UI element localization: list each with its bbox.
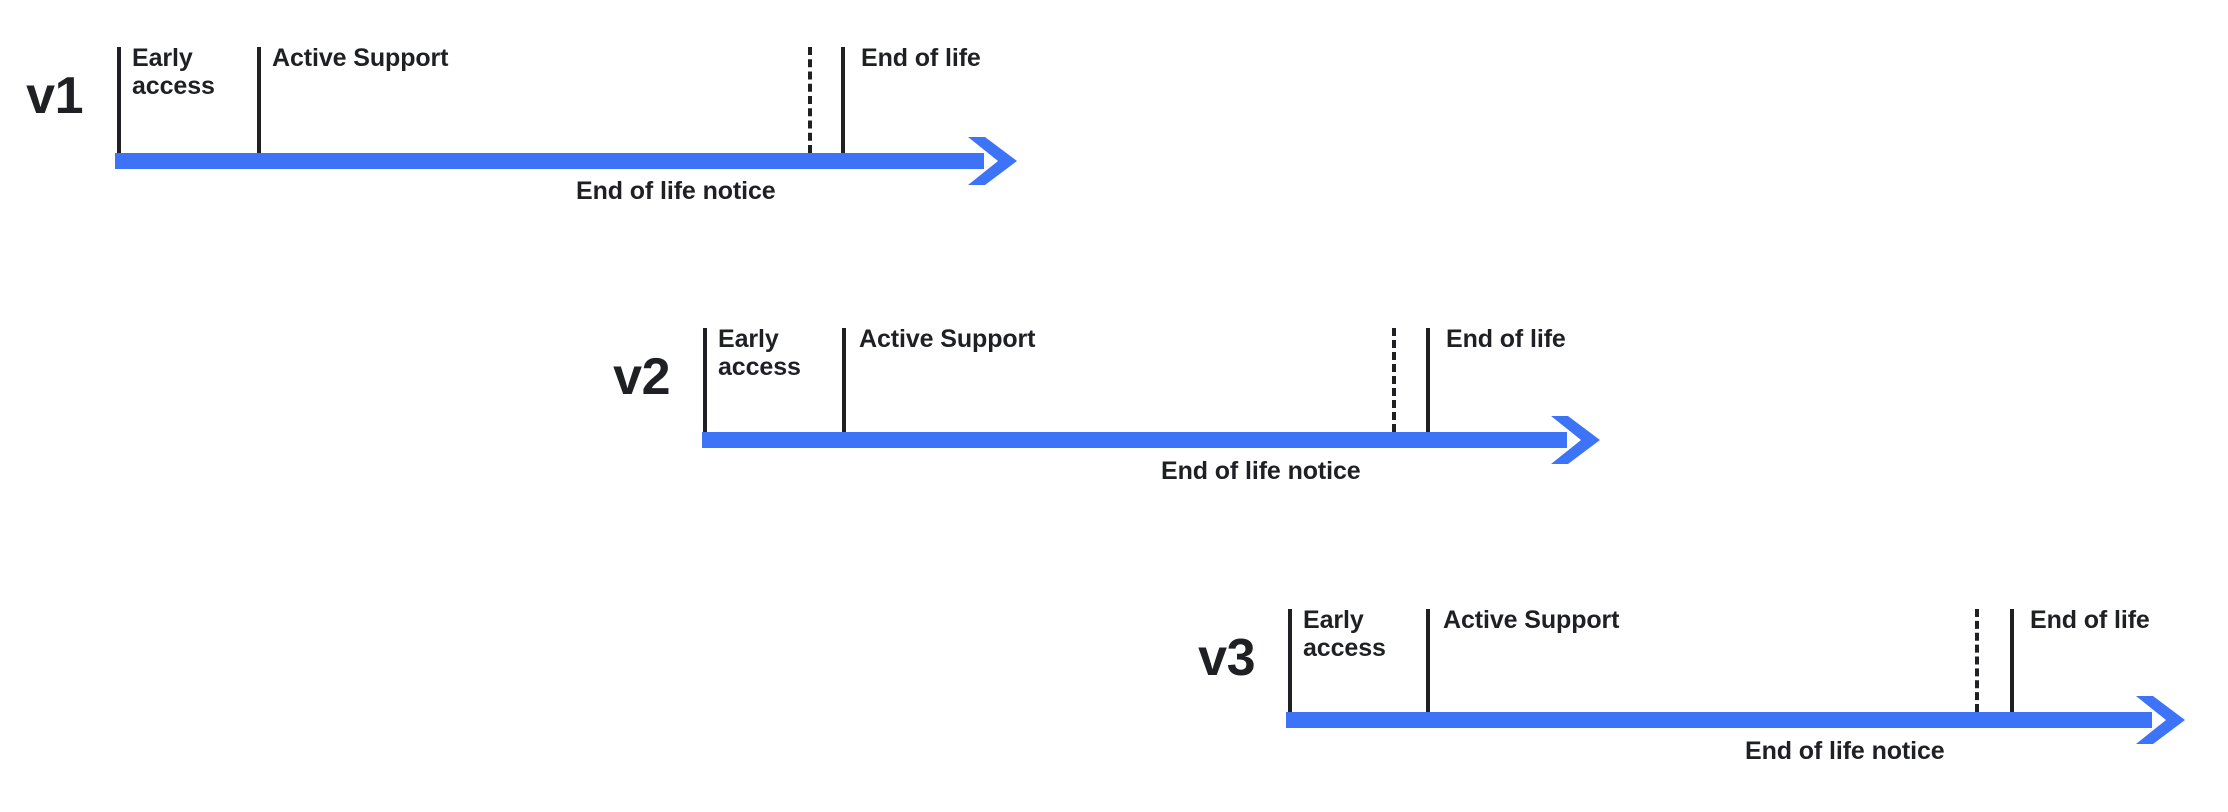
phase-divider-v3-1: [1288, 609, 1292, 712]
phase-label-v3-1: Early access: [1303, 606, 1386, 662]
timeline-arrow-shaft: [702, 432, 1567, 448]
end-of-life-notice-divider-v3: [1975, 609, 1979, 712]
phase-divider-v1-3: [841, 47, 845, 153]
phase-label-v1-1: Early access: [132, 44, 215, 100]
timeline-arrow-shaft: [115, 153, 984, 169]
version-label-v2: v2: [613, 348, 670, 406]
timeline-arrow-head: [968, 137, 1017, 185]
timeline-arrow-v3: [1286, 696, 2185, 744]
phase-label-v3-2: Active Support: [1443, 606, 1620, 634]
phase-divider-v3-2: [1426, 609, 1430, 712]
phase-label-v1-2: Active Support: [272, 44, 449, 72]
phase-divider-v1-2: [257, 47, 261, 153]
timeline-arrow-v2: [702, 416, 1600, 464]
phase-divider-v1-1: [117, 47, 121, 153]
phase-divider-v2-3: [1426, 328, 1430, 432]
version-label-v1: v1: [26, 67, 83, 125]
version-label-v3: v3: [1198, 629, 1255, 687]
timeline-arrow-shaft: [1286, 712, 2152, 728]
phase-divider-v2-1: [703, 328, 707, 432]
end-of-life-notice-label-v3: End of life notice: [1745, 737, 1945, 765]
phase-label-v3-3: End of life: [2030, 606, 2150, 634]
end-of-life-notice-label-v2: End of life notice: [1161, 457, 1361, 485]
end-of-life-notice-label-v1: End of life notice: [576, 177, 776, 205]
timeline-arrow-v1: [115, 137, 1017, 185]
phase-label-v2-2: Active Support: [859, 325, 1036, 353]
phase-label-v2-3: End of life: [1446, 325, 1566, 353]
phase-label-v1-3: End of life: [861, 44, 981, 72]
phase-label-v2-1: Early access: [718, 325, 801, 381]
end-of-life-notice-divider-v2: [1392, 328, 1396, 432]
phase-divider-v3-3: [2010, 609, 2014, 712]
phase-divider-v2-2: [842, 328, 846, 432]
timeline-arrow-head: [1551, 416, 1600, 464]
end-of-life-notice-divider-v1: [808, 47, 812, 153]
timeline-arrow-head: [2136, 696, 2185, 744]
